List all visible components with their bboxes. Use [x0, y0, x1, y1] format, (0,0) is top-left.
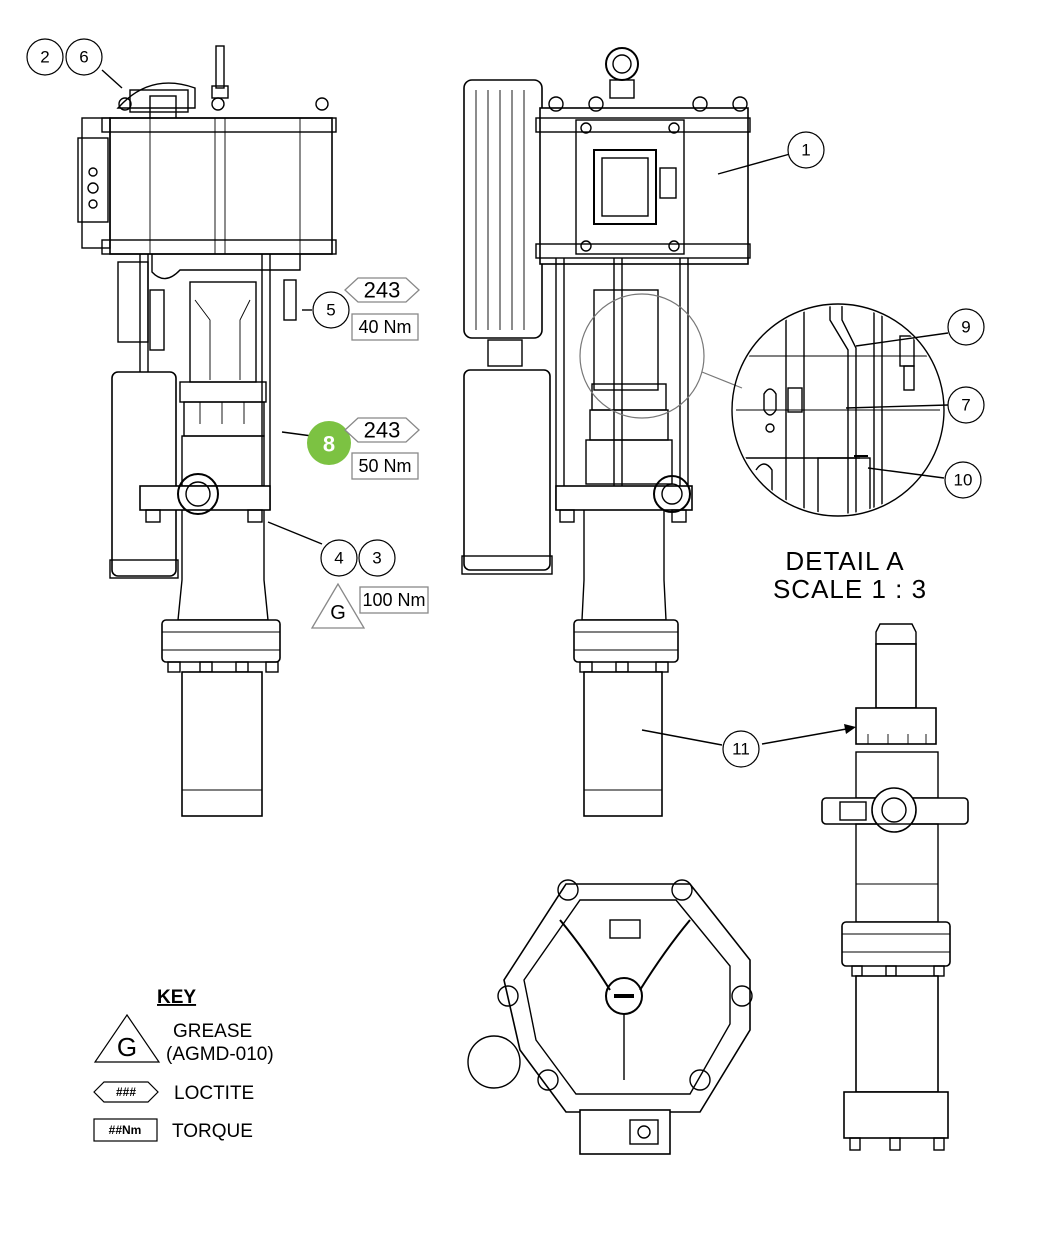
loctite-tag-mid: 243 [344, 417, 420, 443]
torque-tag-bottom: 100 Nm [359, 586, 429, 614]
svg-text:2: 2 [40, 48, 49, 67]
svg-text:11: 11 [732, 740, 750, 759]
torque-box-icon [351, 452, 419, 480]
callout-balloons: 2 6 1 5 9 7 10 4 [26, 38, 985, 768]
svg-text:5: 5 [326, 301, 335, 320]
torque-box-icon [359, 586, 429, 614]
torque-tag-top: 40 Nm [351, 313, 419, 341]
pump-side-view [77, 45, 337, 817]
grease-tag: G [310, 582, 366, 629]
key-title: KEY [157, 987, 196, 1008]
callout-7: 7 [947, 386, 985, 424]
key-torque-label: TORQUE [172, 1121, 253, 1142]
leader-lines [101, 69, 949, 746]
callout-8-highlighted: 8 [307, 421, 351, 465]
callout-3: 3 [358, 539, 396, 577]
loctite-hexagon-icon [344, 277, 420, 303]
svg-text:9: 9 [961, 318, 970, 337]
svg-text:1: 1 [801, 141, 810, 160]
svg-text:7: 7 [961, 396, 970, 415]
pump-lower-assembly-view [761, 623, 969, 1151]
svg-text:243: 243 [364, 278, 401, 303]
svg-text:6: 6 [79, 48, 88, 67]
callout-11: 11 [722, 730, 760, 768]
svg-text:40 Nm: 40 Nm [358, 317, 411, 337]
pump-front-view [461, 47, 751, 817]
torque-box-icon [93, 1118, 158, 1142]
svg-text:8: 8 [323, 432, 335, 457]
svg-text:3: 3 [372, 549, 381, 568]
svg-text:###: ### [116, 1085, 136, 1099]
callout-4: 4 [320, 539, 358, 577]
svg-text:G: G [330, 602, 346, 624]
grease-triangle-icon [310, 582, 366, 629]
detail-title: DETAIL A [785, 546, 904, 576]
key-grease-code: (AGMD-010) [166, 1044, 274, 1065]
loctite-hexagon-icon [93, 1081, 159, 1103]
svg-text:100 Nm: 100 Nm [362, 590, 425, 610]
torque-tag-mid: 50 Nm [351, 452, 419, 480]
callout-5: 5 [312, 291, 350, 329]
callout-2: 2 [26, 38, 64, 76]
detail-scale: SCALE 1 : 3 [773, 574, 927, 604]
callout-9: 9 [947, 308, 985, 346]
key-loctite-label: LOCTITE [174, 1083, 254, 1104]
svg-text:243: 243 [364, 418, 401, 443]
svg-text:4: 4 [334, 549, 343, 568]
loctite-tag-top: 243 [344, 277, 420, 303]
legend-key: KEY G GREASE (AGMD-010) ### LOCTITE ##Nm… [93, 987, 274, 1142]
svg-text:##Nm: ##Nm [109, 1123, 142, 1137]
loctite-hexagon-icon [344, 417, 420, 443]
svg-text:G: G [117, 1032, 137, 1062]
pump-top-view [467, 879, 753, 1155]
detail-a-view: DETAIL A SCALE 1 : 3 [731, 303, 945, 604]
torque-box-icon [351, 313, 419, 341]
key-grease-label: GREASE [173, 1021, 252, 1042]
grease-triangle-icon [93, 1013, 161, 1063]
callout-10: 10 [944, 461, 982, 499]
callout-6: 6 [65, 38, 103, 76]
svg-text:10: 10 [954, 471, 973, 490]
callout-1: 1 [787, 131, 825, 169]
svg-text:50 Nm: 50 Nm [358, 456, 411, 476]
